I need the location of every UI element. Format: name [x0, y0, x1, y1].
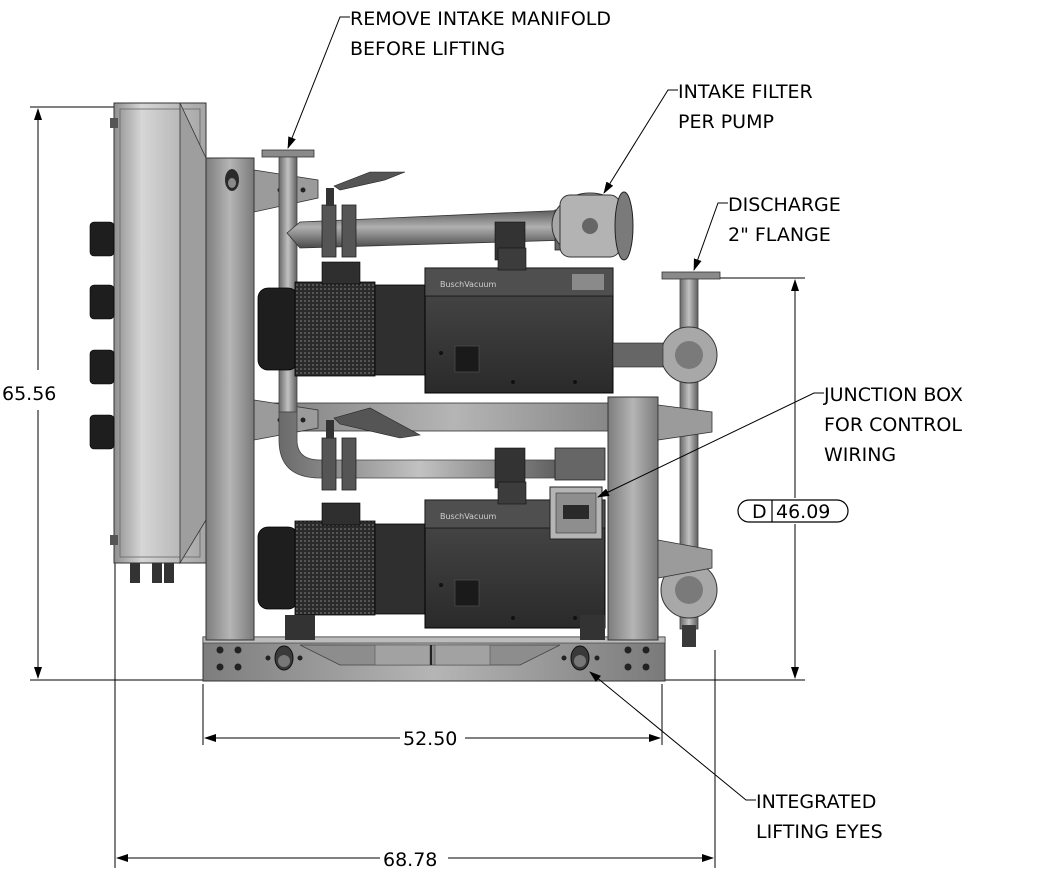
dimension-discharge-height: D 46.09: [665, 277, 849, 681]
right-frame-post: [607, 396, 659, 641]
lifting-eye-left: [274, 645, 294, 671]
dimension-overall-width: 68.78: [114, 560, 716, 871]
lower-intake-pipe: [321, 407, 606, 491]
callout-discharge: DISCHARGE 2" FLANGE: [693, 194, 841, 271]
vacuum-pump-skid: BuschVacuum BuschVacuum: [89, 102, 721, 682]
callout-junction-box-line3: WIRING: [824, 444, 896, 466]
callout-junction-box: JUNCTION BOX FOR CONTROL WIRING: [597, 384, 963, 498]
callout-intake-filter-line2: PER PUMP: [678, 111, 774, 133]
callout-intake-filter: INTAKE FILTER PER PUMP: [603, 81, 813, 194]
discharge-height-prefix: D: [752, 501, 767, 523]
discharge-pipe: [612, 271, 721, 647]
middle-bracket: [253, 399, 655, 441]
upper-pump-badge: BuschVacuum: [440, 280, 496, 289]
control-panel: [89, 102, 207, 583]
callout-junction-box-line1: JUNCTION BOX: [823, 384, 963, 406]
callout-lifting-eyes: INTEGRATED LIFTING EYES: [589, 671, 883, 843]
callout-junction-box-line2: FOR CONTROL: [824, 414, 962, 436]
upper-pump: BuschVacuum: [257, 247, 614, 394]
discharge-height-value: 46.09: [776, 501, 830, 523]
base-skid: [202, 636, 666, 682]
callout-intake-manifold-line2: BEFORE LIFTING: [350, 38, 505, 60]
callout-lifting-eyes-line1: INTEGRATED: [756, 791, 876, 813]
junction-box: [549, 486, 603, 540]
callout-discharge-line1: DISCHARGE: [728, 194, 841, 216]
overall-width-value: 68.78: [383, 849, 437, 871]
frame-width-value: 52.50: [403, 728, 457, 750]
callout-intake-manifold-line1: REMOVE INTAKE MANIFOLD: [350, 8, 611, 30]
callout-intake-manifold: REMOVE INTAKE MANIFOLD BEFORE LIFTING: [287, 8, 611, 149]
lifting-eye-right: [570, 645, 590, 671]
intake-filter-upper: [551, 191, 634, 261]
dimension-overall-height: 65.56: [2, 106, 205, 681]
callout-discharge-line2: 2" FLANGE: [728, 224, 831, 246]
overall-height-value: 65.56: [2, 383, 56, 405]
dimension-frame-width: 52.50: [202, 684, 663, 750]
callout-intake-filter-line1: INTAKE FILTER: [678, 81, 813, 103]
callout-lifting-eyes-line2: LIFTING EYES: [756, 821, 883, 843]
left-frame-post: [205, 157, 255, 641]
lower-pump-badge: BuschVacuum: [440, 512, 496, 521]
